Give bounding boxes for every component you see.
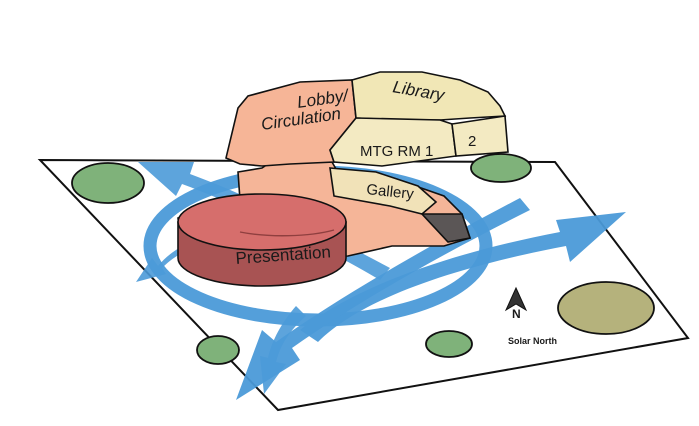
mtg-rm-1-label: MTG RM 1 <box>360 143 433 160</box>
presentation-drum <box>177 193 347 287</box>
tree-bottom-middle <box>425 330 473 358</box>
tree-top-left <box>71 162 145 204</box>
wind-arrow-southwest-lower <box>260 306 306 394</box>
compass-letter: N <box>512 307 521 321</box>
gallery-label: Gallery <box>366 181 416 203</box>
tree-top-right <box>470 153 532 183</box>
solar-north-label: Solar North <box>508 336 557 346</box>
gallery-block <box>329 167 438 215</box>
mtg-rm-2-block <box>451 115 509 157</box>
tree-bottom-left <box>196 335 240 365</box>
tree-bottom-right <box>557 281 655 335</box>
wind-arrow-northeast <box>300 212 626 342</box>
gallery-end-block <box>420 213 472 243</box>
mtg-rm-2-label: 2 <box>468 133 476 150</box>
north-arrow-icon: N <box>504 286 528 321</box>
